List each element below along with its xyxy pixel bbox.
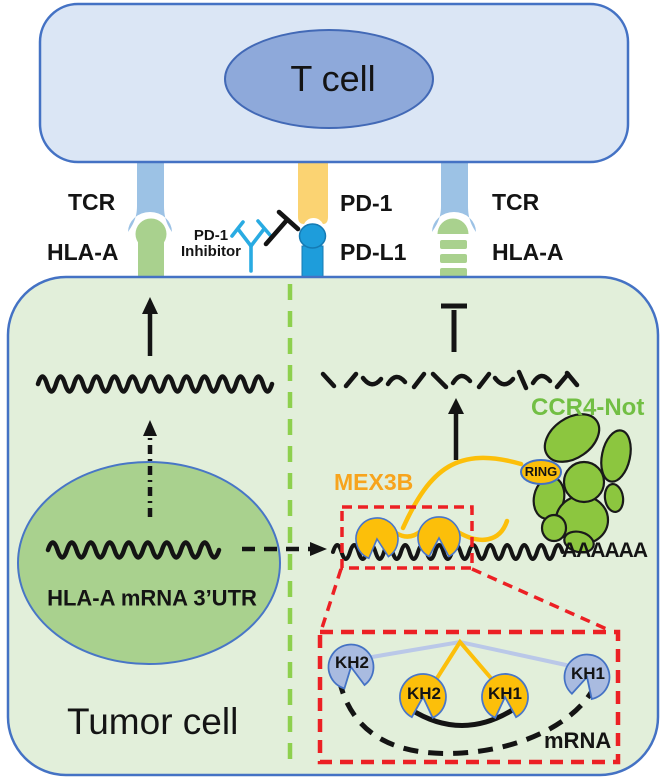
inset-kh2-outer-domain xyxy=(327,643,375,690)
poly-a-tail-label: AAAAAA xyxy=(562,539,648,562)
mex3b-label: MEX3B xyxy=(334,469,414,495)
tcr-receptor-right xyxy=(432,150,476,232)
nucleus-mrna-wave xyxy=(45,540,222,560)
inset-mrna-dashed-arc xyxy=(336,678,595,756)
translation-up-arrow-left xyxy=(142,297,158,356)
zoom-source-box xyxy=(340,505,474,570)
t-cell-nucleus xyxy=(224,29,434,129)
zoom-inset-box xyxy=(317,629,621,765)
ring-label: RING xyxy=(524,464,558,480)
hla-a-right-label: HLA-A xyxy=(492,239,564,265)
zoom-connector-lines xyxy=(319,567,612,633)
tcr-left-label: TCR xyxy=(68,189,116,215)
mex3b-kh-domains-bound xyxy=(355,516,461,560)
inset-kh2-outer-label: KH2 xyxy=(334,653,370,673)
intact-mrna-wave-left xyxy=(35,374,275,394)
translation-block-tbar xyxy=(441,303,467,352)
inset-kh1-outer-domain xyxy=(563,653,611,701)
pdl1-label: PD-L1 xyxy=(340,239,407,265)
degradation-up-arrow xyxy=(448,398,464,460)
ring-domain xyxy=(520,459,562,485)
ccr4-not-label: CCR4-Not xyxy=(531,394,645,421)
hla-a-ligand-left xyxy=(135,218,167,284)
inset-kh2-inner-domain xyxy=(399,673,447,719)
inset-mrna-solid-arc xyxy=(407,706,517,728)
inset-linker-lines xyxy=(370,638,568,688)
inset-kh2-inner-label: KH2 xyxy=(406,684,442,704)
hla-a-left-label: HLA-A xyxy=(47,239,119,265)
pd1-label: PD-1 xyxy=(340,190,393,216)
pdl1-ligand xyxy=(298,223,327,281)
hla-mrna-3utr-label: HLA-A mRNA 3’UTR xyxy=(47,585,257,611)
inset-kh1-inner-label: KH1 xyxy=(487,684,523,704)
tcr-right-label: TCR xyxy=(492,189,540,215)
t-cell-label: T cell xyxy=(290,58,376,100)
degraded-mrna-fragments xyxy=(320,369,580,391)
export-dashdot-arrow xyxy=(143,420,157,517)
pd1-inhibitor-label: PD-1 Inhibitor xyxy=(181,228,241,260)
pd1-inhibitor-label-line1: PD-1 xyxy=(193,227,229,244)
inset-kh1-inner-domain xyxy=(481,673,529,719)
pd1-receptor xyxy=(298,150,328,224)
tcr-receptor-left xyxy=(128,150,172,232)
hla-a-ligand-right-reduced xyxy=(437,218,469,277)
tumor-cell-label: Tumor cell xyxy=(67,701,239,742)
pd1-inhibitor-antibody-icon xyxy=(230,219,272,273)
inset-kh1-outer-label: KH1 xyxy=(570,664,606,684)
transfer-dashed-arrow xyxy=(242,542,327,556)
nucleus-tumor xyxy=(17,461,281,665)
pd1-inhibitor-label-line2: Inhibitor xyxy=(181,242,241,260)
inset-mrna-label: mRNA xyxy=(544,728,612,753)
inhibition-tbar-antibody xyxy=(263,209,301,247)
